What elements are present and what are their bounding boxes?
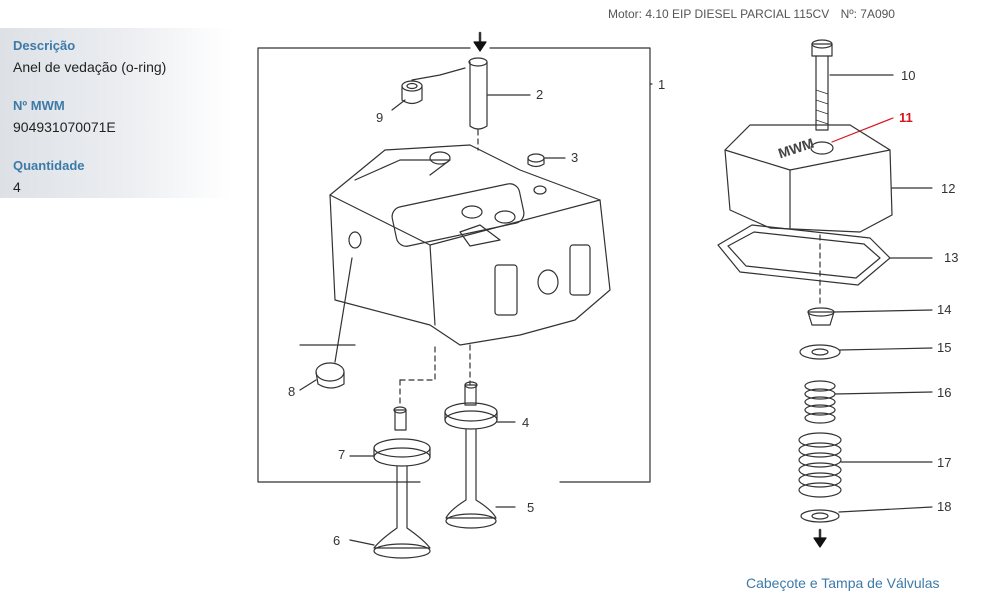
- assembly-frame: [257, 47, 651, 483]
- part-15-spring-retainer: [799, 344, 933, 360]
- part-17-outer-spring: [798, 432, 933, 498]
- mwm-number-value: 904931070071E: [13, 119, 116, 135]
- callout-10: 10: [901, 68, 915, 83]
- exhaust-valve-assembly: [444, 381, 516, 529]
- callout-8: 8: [288, 384, 295, 399]
- part-2-valve-guide: [468, 57, 531, 130]
- callout-1: 1: [658, 77, 665, 92]
- part-8-seat-ring: [299, 257, 356, 391]
- part-11-grommet: [810, 117, 894, 155]
- part-3-plug: [527, 153, 566, 168]
- center-lines: [399, 129, 821, 406]
- callout-14: 14: [937, 302, 951, 317]
- callout-7: 7: [338, 447, 345, 462]
- diagram-caption[interactable]: Cabeçote e Tampa de Válvulas: [746, 575, 940, 591]
- intake-valve-assembly: [349, 406, 431, 559]
- callout-16: 16: [937, 385, 951, 400]
- part-9-valve-seal: [391, 67, 466, 111]
- description-label: Descrição: [13, 38, 76, 53]
- part-18-spring-washer: [800, 506, 933, 523]
- down-arrow-bottom: [813, 528, 827, 548]
- quantity-label: Quantidade: [13, 158, 85, 173]
- callout-2: 2: [536, 87, 543, 102]
- part-16-inner-spring: [804, 380, 933, 424]
- down-arrow-top: [473, 31, 487, 52]
- quantity-value: 4: [13, 179, 21, 195]
- callout-6: 6: [333, 533, 340, 548]
- motor-title: Motor: 4.10 EIP DIESEL PARCIAL 115CV: [608, 7, 830, 21]
- callout-15: 15: [937, 340, 951, 355]
- diagram-number: Nº: 7A090: [840, 7, 895, 21]
- engine-header: Motor: 4.10 EIP DIESEL PARCIAL 115CV Nº:…: [608, 7, 903, 21]
- callout-18: 18: [937, 499, 951, 514]
- cover-logo: MWM: [776, 135, 816, 162]
- callout-13: 13: [944, 250, 958, 265]
- callout-17: 17: [937, 455, 951, 470]
- callout-12: 12: [941, 181, 955, 196]
- callout-9: 9: [376, 110, 383, 125]
- part-10-bolt: [811, 39, 894, 131]
- callout-4: 4: [522, 415, 529, 430]
- callout-labels: 1 2 3 4 5 6 7 8 9 10 11 12 13 14 15 16 1…: [288, 68, 958, 548]
- description-value: Anel de vedação (o-ring): [13, 59, 167, 75]
- mwm-number-label: Nº MWM: [13, 98, 65, 113]
- callout-5: 5: [527, 500, 534, 515]
- callout-3: 3: [571, 150, 578, 165]
- part-14-valve-keeper: [807, 307, 933, 326]
- part-info-panel: Descrição Anel de vedação (o-ring) Nº MW…: [0, 28, 232, 198]
- callout-11: 11: [899, 110, 913, 125]
- part-13-gasket: [717, 224, 933, 286]
- cylinder-head: [329, 144, 611, 346]
- part-12-valve-cover: MWM: [724, 124, 933, 233]
